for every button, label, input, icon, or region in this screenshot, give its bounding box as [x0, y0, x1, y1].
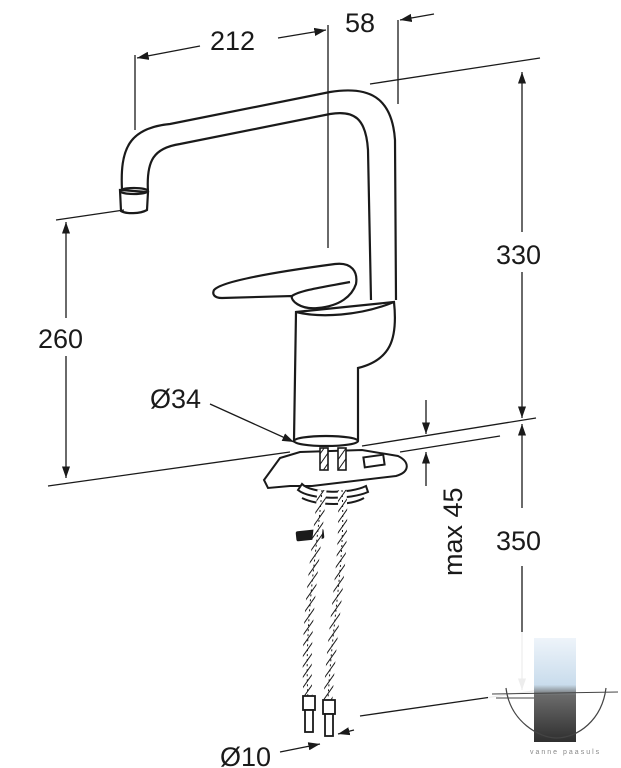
- mounting-rods: [319, 447, 347, 471]
- dimension-label-spout-offset: 58: [345, 8, 375, 38]
- faucet-lever: [212, 262, 358, 310]
- faucet-spout: [118, 89, 398, 301]
- faucet-body: [292, 300, 396, 448]
- logo-text: vanne paasuls: [530, 749, 601, 756]
- dimension-label-max-deck-thickness: max 45: [438, 487, 468, 576]
- hose-fittings: [302, 695, 336, 737]
- dimension-label-spout-height: 260: [38, 324, 83, 354]
- dimension-label-total-height: 330: [496, 240, 541, 270]
- flex-hoses: [302, 489, 348, 701]
- dimension-label-spout-reach: 212: [210, 26, 255, 56]
- mounting-bracket: [262, 448, 408, 505]
- dimension-label-hose-diameter: Ø10: [220, 742, 271, 768]
- brand-logo: vanne paasuls: [488, 632, 621, 768]
- dimension-label-hose-length: 350: [496, 526, 541, 556]
- dimension-lines: [47, 13, 541, 753]
- dimension-label-base-diameter: Ø34: [150, 384, 201, 414]
